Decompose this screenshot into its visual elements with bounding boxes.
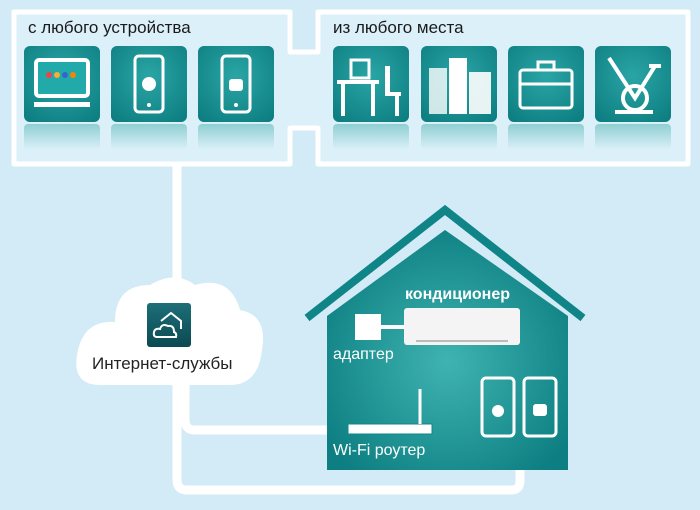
- office-desk-icon: [337, 58, 401, 116]
- buildings-icon: [429, 58, 491, 114]
- exercise-bike-icon: [607, 56, 661, 114]
- computer-tile: [24, 46, 100, 122]
- router: [347, 423, 433, 435]
- apple-phone-icon: [133, 54, 165, 114]
- gym-tile: [595, 46, 671, 122]
- cloud-service-tile: [147, 303, 191, 347]
- air-conditioner: [404, 308, 520, 345]
- briefcase-tile: [508, 46, 584, 122]
- computer-icon: [34, 58, 90, 107]
- internet-services-label: Интернет-службы: [92, 354, 233, 373]
- adapter-box: [355, 314, 381, 340]
- office-tile: [333, 46, 409, 122]
- devices-panel-title: с любого устройства: [28, 18, 191, 37]
- adapter-label: адаптер: [333, 346, 394, 363]
- router-label: Wi-Fi роутер: [333, 442, 426, 459]
- iphone-tile: [111, 46, 187, 122]
- android-phone-icon: [220, 54, 252, 114]
- air-conditioner-label: кондиционер: [405, 286, 511, 303]
- briefcase-icon: [518, 60, 574, 110]
- cloud-home-icon: [152, 311, 182, 338]
- places-panel-title: из любого места: [333, 18, 464, 37]
- android-tile: [198, 46, 274, 122]
- house: [327, 230, 568, 470]
- buildings-tile: [421, 46, 497, 122]
